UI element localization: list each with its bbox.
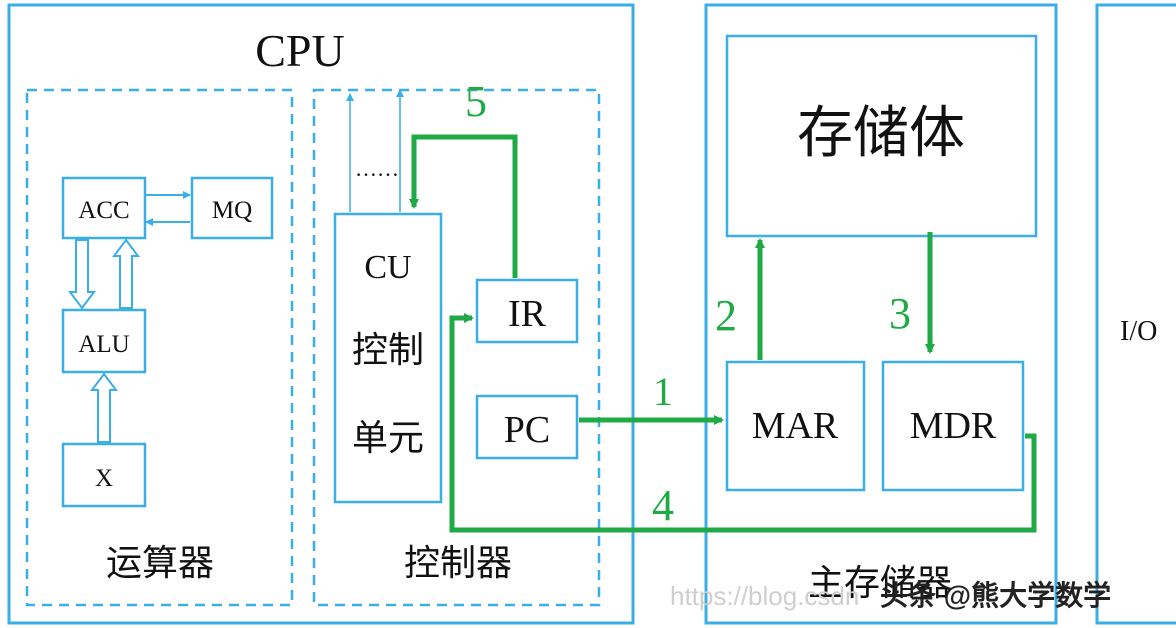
main-memory-caption: 主存储器	[808, 563, 952, 603]
flow-arrow-5	[409, 134, 518, 278]
watermark-url: https://blog.csdn	[670, 581, 859, 611]
mar-register	[725, 360, 866, 492]
step-label-1: 1	[653, 369, 673, 414]
cpu-title: CPU	[255, 25, 344, 76]
flow-arrow-4	[449, 313, 1037, 533]
ir-label: IR	[508, 293, 547, 335]
cu-box	[333, 212, 443, 504]
io-box	[1095, 3, 1176, 625]
watermark-brand: 头条 @熊大学数学	[880, 579, 1111, 611]
control-signal-dots: ……	[355, 156, 399, 181]
alu-unit-caption: 运算器	[106, 543, 214, 583]
cu-label-line3: 单元	[352, 418, 424, 458]
x-label: X	[95, 465, 113, 492]
acc-to-alu-hollow-arrow	[68, 239, 96, 310]
alu-to-acc-hollow-arrow	[112, 238, 140, 309]
mq-label: MQ	[212, 197, 252, 224]
step-label-3: 3	[889, 289, 911, 338]
alu-box	[61, 308, 147, 374]
pc-label: PC	[504, 409, 550, 451]
x-register	[61, 442, 147, 508]
control-unit-region	[312, 88, 601, 607]
control-unit-caption: 控制器	[404, 543, 512, 583]
alu-label: ALU	[78, 331, 129, 358]
mdr-register	[881, 360, 1025, 492]
mq-register	[190, 176, 274, 240]
x-to-alu-hollow-arrow	[90, 372, 118, 443]
storage-body-box	[725, 34, 1038, 238]
step-label-2: 2	[715, 291, 737, 340]
pc-register	[475, 394, 579, 460]
cpu-box	[7, 3, 635, 625]
mar-label: MAR	[752, 405, 839, 447]
cu-label-line1: CU	[364, 249, 411, 286]
storage-body-label: 存储体	[797, 103, 965, 165]
acc-register	[61, 176, 147, 240]
step-label-5: 5	[465, 77, 487, 126]
mdr-label: MDR	[910, 405, 997, 447]
acc-label: ACC	[78, 197, 129, 224]
step-label-4: 4	[652, 481, 674, 530]
main-memory-box	[704, 3, 1058, 625]
ir-register	[475, 278, 579, 344]
io-label: I/O	[1120, 316, 1157, 347]
cu-label-line2: 控制	[352, 330, 424, 370]
